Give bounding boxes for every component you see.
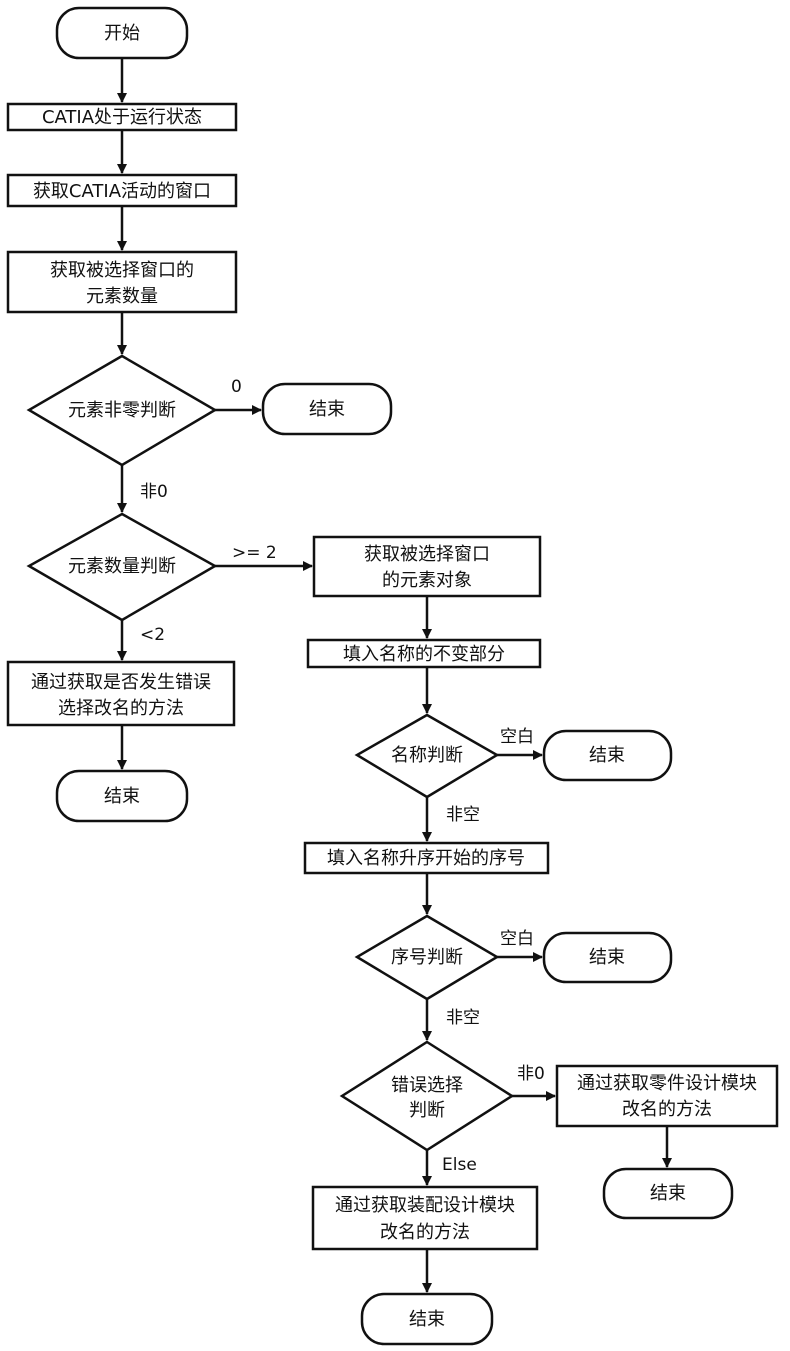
node-fill-fixed-label: 填入名称的不变部分 bbox=[343, 644, 505, 665]
node-check-count: 元素数量判断 bbox=[29, 514, 215, 620]
node-catia-running-label: CATIA处于运行状态 bbox=[42, 107, 202, 128]
node-check-error: 错误选择 判断 bbox=[342, 1042, 512, 1150]
node-end-assembly-label: 结束 bbox=[409, 1309, 445, 1330]
edge-label-blank-seq: 空白 bbox=[500, 929, 534, 949]
node-end-zero-label: 结束 bbox=[309, 399, 345, 420]
edge-label-nonzero: 非0 bbox=[140, 482, 168, 502]
node-start: 开始 bbox=[57, 8, 187, 58]
node-end-part-label: 结束 bbox=[650, 1183, 686, 1204]
edge-label-nonempty-name: 非空 bbox=[446, 805, 480, 825]
node-assembly-rename-line1: 通过获取装配设计模块 bbox=[335, 1195, 515, 1216]
node-check-nonzero-label: 元素非零判断 bbox=[68, 400, 176, 421]
edge-labels: 0 非0 >= 2 <2 空白 非空 空白 非空 非0 Else bbox=[140, 377, 545, 1175]
node-get-objects-line1: 获取被选择窗口 bbox=[364, 544, 490, 565]
node-part-rename-line1: 通过获取零件设计模块 bbox=[577, 1073, 757, 1094]
node-check-count-label: 元素数量判断 bbox=[68, 556, 176, 577]
edge-label-zero: 0 bbox=[231, 377, 242, 397]
edge-label-nonempty-seq: 非空 bbox=[446, 1008, 480, 1028]
node-get-count-line2: 元素数量 bbox=[86, 286, 158, 307]
node-fill-fixed: 填入名称的不变部分 bbox=[308, 640, 540, 667]
node-end-name: 结束 bbox=[544, 731, 671, 780]
edge-label-blank-name: 空白 bbox=[500, 727, 534, 747]
node-get-count-line1: 获取被选择窗口的 bbox=[50, 260, 194, 281]
node-part-rename-line2: 改名的方法 bbox=[622, 1099, 712, 1120]
node-end-seq-label: 结束 bbox=[589, 947, 625, 968]
node-check-seq: 序号判断 bbox=[357, 916, 497, 999]
node-select-by-error-line2: 选择改名的方法 bbox=[58, 698, 184, 719]
node-assembly-rename: 通过获取装配设计模块 改名的方法 bbox=[313, 1187, 537, 1249]
node-catia-running: CATIA处于运行状态 bbox=[8, 104, 236, 130]
node-check-nonzero: 元素非零判断 bbox=[29, 356, 215, 465]
node-part-rename: 通过获取零件设计模块 改名的方法 bbox=[557, 1066, 777, 1126]
edge-label-nonzero-err: 非0 bbox=[517, 1064, 545, 1084]
node-check-name: 名称判断 bbox=[357, 715, 497, 797]
node-select-by-error-line1: 通过获取是否发生错误 bbox=[31, 672, 211, 693]
node-check-name-label: 名称判断 bbox=[391, 745, 463, 766]
edge-label-ge2: >= 2 bbox=[232, 543, 277, 563]
edge-label-lt2: <2 bbox=[140, 625, 165, 645]
node-end-left-label: 结束 bbox=[104, 786, 140, 807]
node-check-error-line2: 判断 bbox=[409, 1100, 445, 1121]
node-get-window: 获取CATIA活动的窗口 bbox=[8, 175, 236, 206]
node-end-seq: 结束 bbox=[544, 933, 671, 982]
node-check-error-line1: 错误选择 bbox=[391, 1075, 463, 1096]
node-start-label: 开始 bbox=[104, 23, 140, 44]
node-get-window-label: 获取CATIA活动的窗口 bbox=[33, 181, 211, 202]
node-end-assembly: 结束 bbox=[362, 1294, 492, 1344]
node-fill-seq: 填入名称升序开始的序号 bbox=[305, 843, 548, 873]
node-fill-seq-label: 填入名称升序开始的序号 bbox=[327, 848, 525, 869]
node-end-name-label: 结束 bbox=[589, 745, 625, 766]
node-end-left: 结束 bbox=[57, 771, 187, 821]
node-end-part: 结束 bbox=[604, 1169, 732, 1218]
node-get-objects: 获取被选择窗口 的元素对象 bbox=[314, 537, 540, 596]
node-get-objects-line2: 的元素对象 bbox=[382, 570, 472, 591]
node-assembly-rename-line2: 改名的方法 bbox=[380, 1222, 470, 1243]
node-end-zero: 结束 bbox=[263, 384, 391, 434]
node-select-by-error: 通过获取是否发生错误 选择改名的方法 bbox=[8, 662, 234, 725]
edge-label-else: Else bbox=[442, 1155, 477, 1175]
node-get-count: 获取被选择窗口的 元素数量 bbox=[8, 252, 236, 312]
node-check-seq-label: 序号判断 bbox=[391, 947, 463, 968]
